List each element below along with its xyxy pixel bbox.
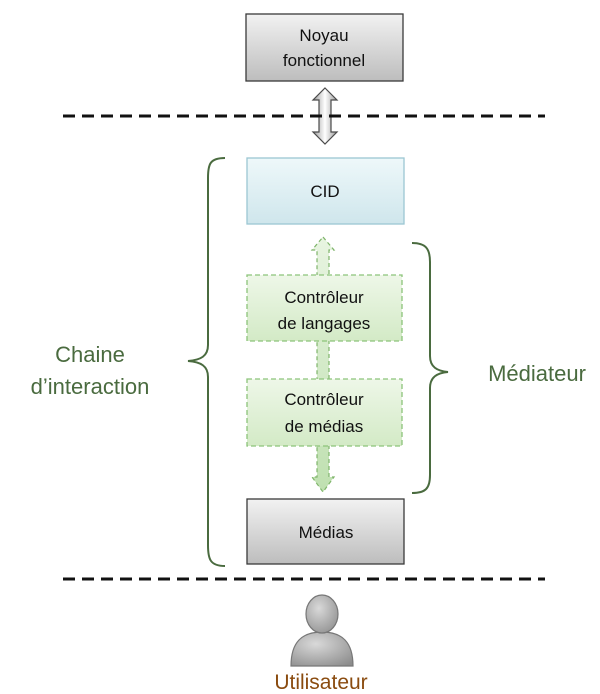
controleur-medias-box: Contrôleur de médias — [246, 378, 403, 447]
chaine-label: Chaine — [55, 342, 125, 367]
controleur-langages-label-line1: Contrôleur — [284, 288, 364, 307]
utilisateur-label: Utilisateur — [274, 671, 367, 694]
controleur-medias-label-line1: Contrôleur — [284, 390, 364, 409]
cid-box: CID — [246, 157, 405, 225]
controleur-langages-box: Contrôleur de langages — [246, 274, 403, 342]
user-icon — [290, 594, 354, 667]
interaction-label: d’interaction — [31, 374, 150, 399]
right-brace — [411, 242, 449, 494]
left-brace — [187, 157, 226, 567]
medias-box: Médias — [246, 498, 405, 565]
cid-label: CID — [310, 182, 339, 201]
controleur-medias-label-line2: de médias — [285, 417, 363, 436]
controleur-langages-label-line2: de langages — [278, 314, 371, 333]
medias-label: Médias — [299, 523, 354, 542]
noyau-fonctionnel-label-line1: Noyau — [299, 26, 348, 45]
double-arrow-icon — [311, 87, 339, 145]
noyau-fonctionnel-box: Noyau fonctionnel — [245, 13, 404, 82]
noyau-fonctionnel-label-line2: fonctionnel — [283, 51, 365, 70]
mediateur-label: Médiateur — [488, 361, 586, 386]
